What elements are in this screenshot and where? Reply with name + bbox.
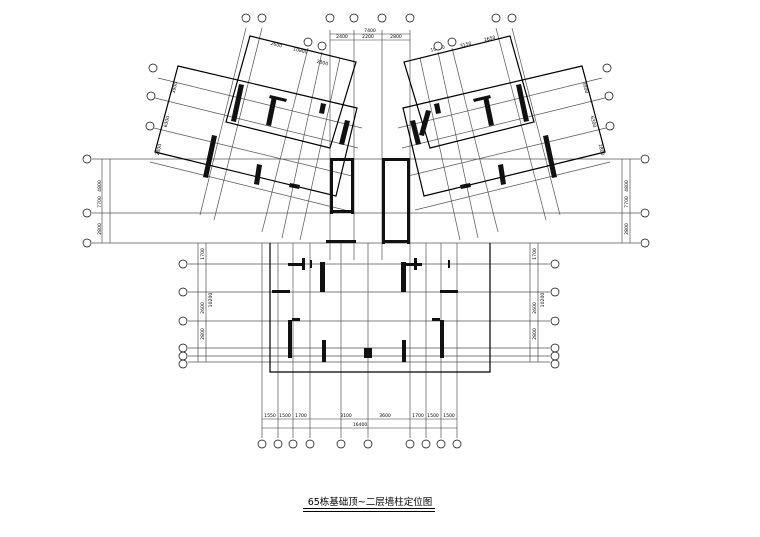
- lower-block-walls: [272, 258, 458, 362]
- dim-text: 7700: [97, 196, 103, 208]
- dim-text: 2600: [532, 302, 538, 314]
- dim-text: 2650: [483, 35, 496, 44]
- dim-text: 2800: [624, 223, 630, 235]
- dim-text: 3100: [340, 413, 352, 419]
- dim-text: 6300: [589, 115, 598, 128]
- title-underline: [303, 508, 435, 509]
- dim-text: 1700: [295, 413, 307, 419]
- dim-text: 7400: [364, 28, 376, 34]
- dim-text: 7700: [624, 196, 630, 208]
- dim-text: 1500: [279, 413, 291, 419]
- dimension-lines: [101, 33, 631, 429]
- left-dimension-texts: 4800 7700 2800: [97, 180, 103, 235]
- right-wing-axes: [397, 27, 611, 241]
- title-underline-thin: [303, 510, 435, 512]
- left-wing-axes: [149, 27, 363, 241]
- dim-text: 16400: [353, 422, 368, 428]
- axis-bubbles: [82, 13, 650, 449]
- dim-text: 2800: [316, 59, 329, 68]
- bottom-dimension-texts: 1550 1500 1700 3100 3600 1700 1500 1500 …: [264, 413, 455, 428]
- horizontal-axes: [92, 158, 640, 363]
- dim-text: 4800: [97, 180, 103, 192]
- dim-text: 1700: [412, 413, 424, 419]
- dim-text: 1500: [443, 413, 455, 419]
- left-wing-dimension-texts: 2600 10800 2800 3900 6300 2800: [155, 41, 329, 156]
- dim-text: 3900: [581, 81, 590, 94]
- left-wing-walls: [203, 84, 350, 189]
- dim-text: 2800: [155, 143, 164, 156]
- vertical-axes: [261, 30, 458, 438]
- dim-text: 2800: [97, 223, 103, 235]
- dim-text: 3150: [459, 41, 472, 50]
- dim-text: 2600: [200, 302, 206, 314]
- dim-text: 2800: [390, 34, 402, 40]
- top-dimension-texts: 7400 2400 2200 2800: [336, 28, 402, 40]
- dim-text: 10800: [292, 46, 308, 55]
- dim-text: 1700: [200, 248, 206, 260]
- dim-text: 3900: [171, 81, 180, 94]
- dim-text: 1550: [264, 413, 276, 419]
- dim-text: 6300: [163, 115, 172, 128]
- building-outlines: [154, 35, 606, 373]
- dim-text: 2800: [532, 328, 538, 340]
- right-wing-walls: [410, 84, 557, 189]
- lower-right-dimension-texts: 1700 2600 10200 2800: [532, 248, 546, 340]
- dim-text: 1500: [427, 413, 439, 419]
- dim-text: 2800: [597, 143, 606, 156]
- lower-left-dimension-texts: 1700 2600 10200 2800: [200, 248, 214, 340]
- dim-text: 2200: [362, 34, 374, 40]
- dim-text: 10200: [208, 293, 214, 308]
- dim-text: 10200: [540, 293, 546, 308]
- right-dimension-texts: 4800 7700 2800: [624, 180, 630, 235]
- dim-text: 2400: [336, 34, 348, 40]
- core-walls: [326, 158, 410, 244]
- dim-text: 4800: [624, 180, 630, 192]
- dim-text: 2800: [200, 328, 206, 340]
- dim-text: 3600: [379, 413, 391, 419]
- dim-text: 1700: [532, 248, 538, 260]
- dim-text: 2600: [270, 41, 283, 50]
- drawing-title: 65栋基础顶~二层墙柱定位图: [307, 497, 433, 508]
